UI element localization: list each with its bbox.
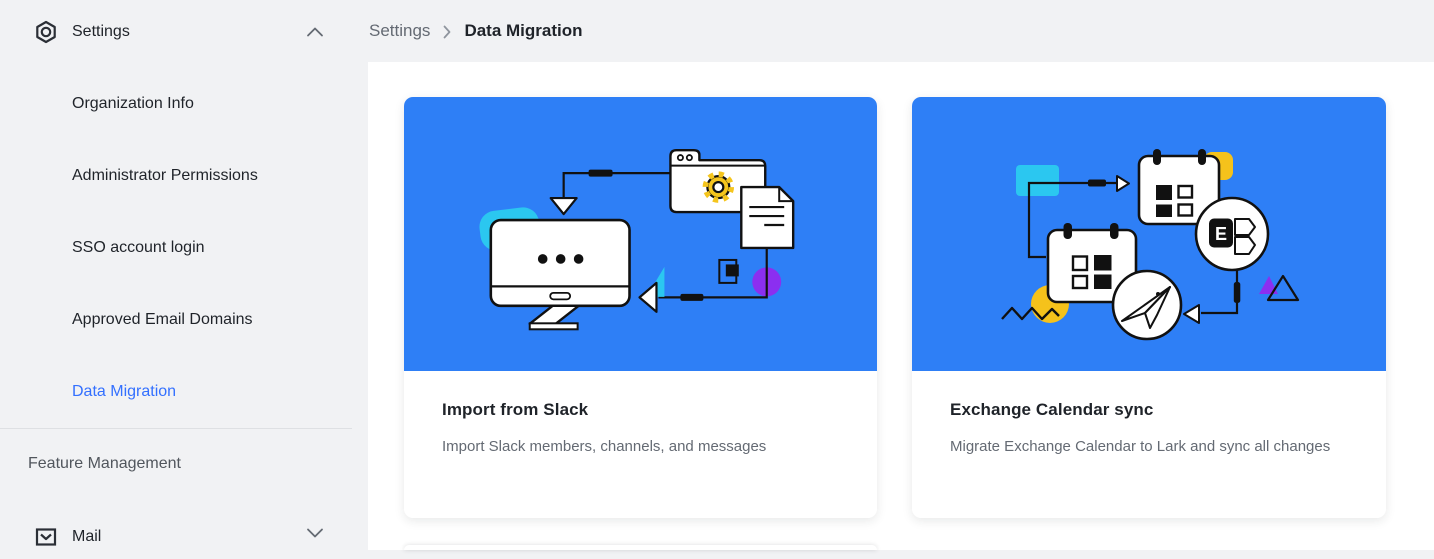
content-panel: Import from Slack Import Slack members, … [368, 62, 1434, 550]
sidebar-item-organization-info[interactable]: Organization Info [72, 95, 194, 112]
sidebar-divider [0, 428, 352, 429]
sidebar-item-approved-email-domains[interactable]: Approved Email Domains [72, 311, 253, 328]
card-import-from-slack[interactable]: Import from Slack Import Slack members, … [404, 97, 877, 518]
card-description: Import Slack members, channels, and mess… [442, 438, 767, 455]
breadcrumb-current-page: Data Migration [464, 21, 583, 40]
card-exchange-calendar-sync[interactable]: E [912, 97, 1386, 518]
chevron-down-icon[interactable] [305, 527, 325, 539]
card-description: Migrate Exchange Calendar to Lark and sy… [950, 438, 1331, 455]
breadcrumb-settings-link[interactable]: Settings [369, 21, 431, 40]
exchange-calendar-illustration: E [912, 97, 1386, 371]
chevron-up-icon[interactable] [305, 26, 325, 38]
slack-import-illustration [404, 97, 877, 371]
mail-label: Mail [72, 528, 102, 545]
settings-nut-icon [34, 20, 58, 44]
sidebar-item-data-migration[interactable]: Data Migration [72, 383, 177, 400]
sidebar-item-mail[interactable]: Mail [0, 515, 368, 559]
mail-envelope-icon [34, 525, 58, 549]
breadcrumb: Settings Data Migration [368, 0, 1434, 62]
next-row-card-top-edge [404, 545, 877, 550]
sidebar-item-sso-account-login[interactable]: SSO account login [72, 239, 205, 256]
sidebar-group-label: Settings [72, 23, 130, 40]
chevron-right-icon [443, 25, 451, 39]
sidebar-group-settings[interactable]: Settings [0, 0, 368, 64]
sidebar-item-list: Organization Info Administrator Permissi… [0, 68, 368, 428]
sidebar-section-feature-management[interactable]: Feature Management [28, 455, 181, 472]
card-title: Import from Slack [442, 400, 589, 419]
sidebar-item-administrator-permissions[interactable]: Administrator Permissions [72, 167, 258, 184]
svg-text:E: E [1215, 224, 1227, 244]
sidebar: Settings Organization Info Administrator… [0, 0, 368, 550]
card-title: Exchange Calendar sync [950, 400, 1154, 419]
